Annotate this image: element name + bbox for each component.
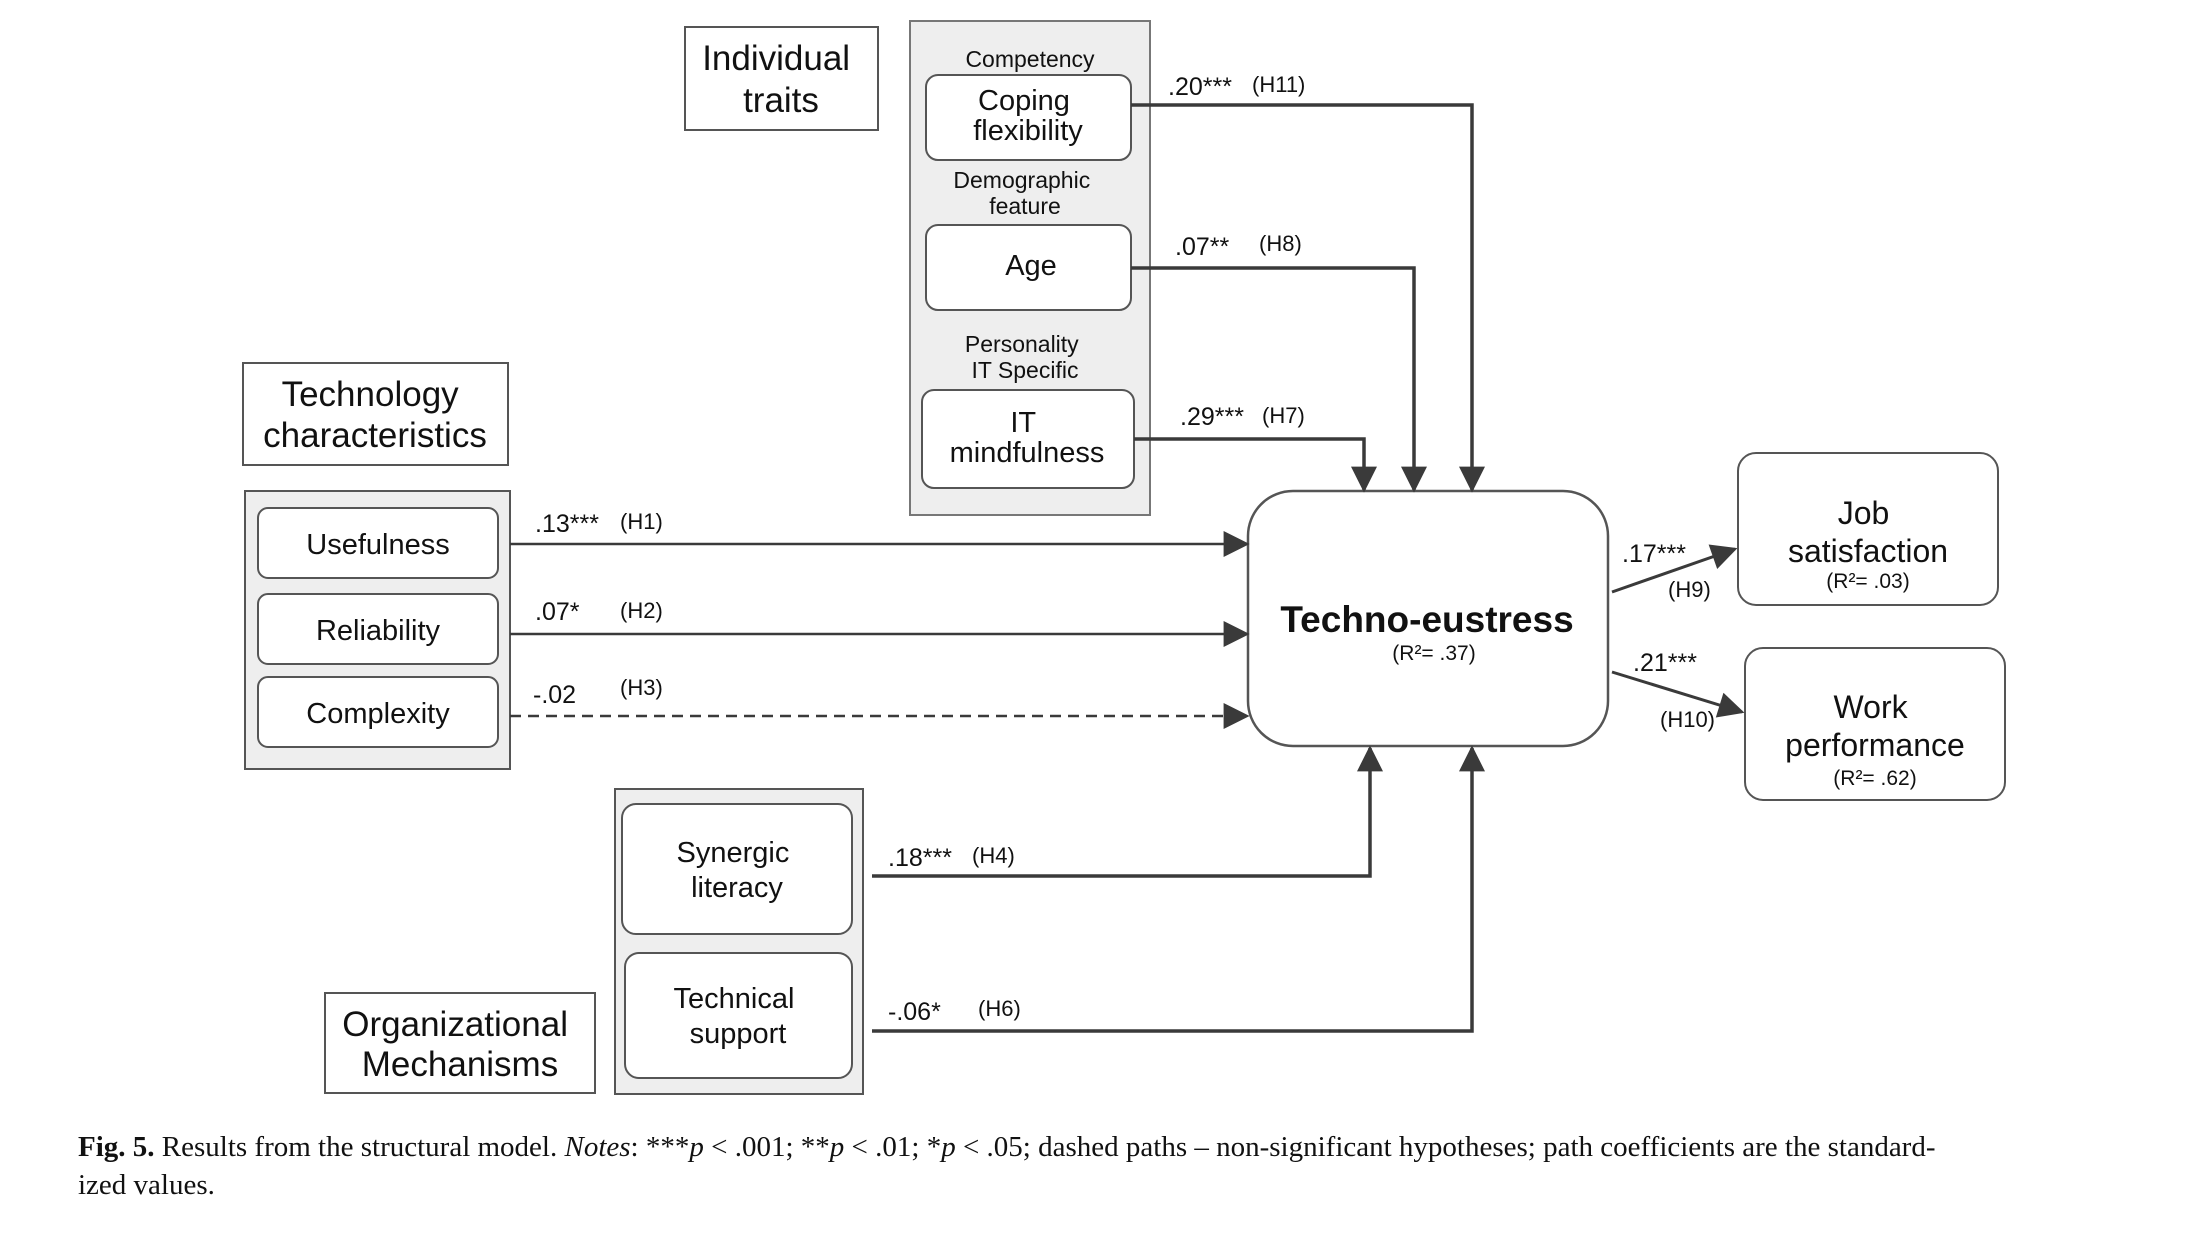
technical-support-node <box>624 952 853 1079</box>
h10-coefficient: .21*** <box>1633 649 1697 677</box>
figure-caption: Fig. 5. Results from the structural mode… <box>78 1131 1936 1201</box>
individual-traits-title-box <box>684 26 879 131</box>
synergic-literacy-node <box>621 803 853 935</box>
path-h7 <box>1134 437 1377 493</box>
usefulness-node <box>257 507 499 579</box>
caption-line-2: ized values. <box>78 1169 215 1201</box>
organizational-mechanisms-title-box <box>324 992 596 1094</box>
competency-label: Competency <box>965 46 1095 72</box>
job-satisfaction-node <box>1737 452 1999 606</box>
h6-coefficient: -.06* <box>888 998 941 1026</box>
h1-hypothesis: (H1) <box>620 509 663 534</box>
coping-flexibility-label: Coping flexibility <box>973 85 1083 147</box>
work-performance-node <box>1744 647 2006 801</box>
path-h11 <box>1131 103 1485 493</box>
h6-hypothesis: (H6) <box>978 996 1021 1021</box>
h9-hypothesis: (H9) <box>1668 577 1711 602</box>
h8-hypothesis: (H8) <box>1259 231 1302 256</box>
h1-coefficient: .13*** <box>535 510 599 538</box>
age-label: Age <box>1005 250 1057 282</box>
h3-coefficient: -.02 <box>533 681 576 709</box>
path-h8 <box>1131 266 1427 493</box>
path-h9 <box>1611 544 1738 594</box>
h10-hypothesis: (H10) <box>1660 707 1715 732</box>
job-satisfaction-r2: (R²= .03) <box>1826 570 1909 593</box>
coping-flexibility-node <box>925 74 1132 161</box>
reliability-node <box>257 593 499 665</box>
techno-eustress-r2: (R²= .37) <box>1392 642 1475 665</box>
h2-coefficient: .07* <box>535 598 580 626</box>
h2-hypothesis: (H2) <box>620 598 663 623</box>
usefulness-label: Usefulness <box>306 529 449 561</box>
complexity-node <box>257 676 499 748</box>
job-satisfaction-label: Job satisfaction <box>1788 495 1948 569</box>
it-mindfulness-label: IT mindfulness <box>950 407 1105 469</box>
h9-coefficient: .17*** <box>1622 540 1686 568</box>
technical-support-label: Technical support <box>674 983 803 1050</box>
individual-traits-title: Individual traits <box>702 39 860 120</box>
h4-hypothesis: (H4) <box>972 843 1015 868</box>
organizational-mechanisms-title: Organizational Mechanisms <box>342 1005 577 1084</box>
h3-hypothesis: (H3) <box>620 675 663 700</box>
h11-hypothesis: (H11) <box>1252 72 1305 97</box>
techno-eustress-title: Techno-eustress <box>1280 599 1573 640</box>
structural-model-diagram: Individual traits Competency Coping flex… <box>242 20 2006 1095</box>
path-h6 <box>872 745 1485 1033</box>
h11-coefficient: .20*** <box>1168 73 1232 101</box>
synergic-literacy-label: Synergic literacy <box>677 837 798 904</box>
technology-characteristics-title-box <box>242 362 509 466</box>
path-h4 <box>872 745 1383 878</box>
reliability-label: Reliability <box>316 615 441 647</box>
techno-eustress-node <box>1246 489 1610 748</box>
complexity-label: Complexity <box>306 698 450 730</box>
h4-coefficient: .18*** <box>888 844 952 872</box>
h8-coefficient: .07** <box>1175 233 1229 261</box>
figure-number: Fig. 5. <box>78 1131 155 1163</box>
h7-coefficient: .29*** <box>1180 403 1244 431</box>
personality-it-specific-label: Personality IT Specific <box>965 331 1085 383</box>
path-h10 <box>1611 670 1745 718</box>
work-performance-r2: (R²= .62) <box>1833 767 1916 790</box>
demographic-feature-label: Demographic feature <box>953 167 1096 219</box>
technology-characteristics-title: Technology characteristics <box>263 375 487 455</box>
h7-hypothesis: (H7) <box>1262 403 1305 428</box>
work-performance-label: Work performance <box>1785 689 1965 763</box>
